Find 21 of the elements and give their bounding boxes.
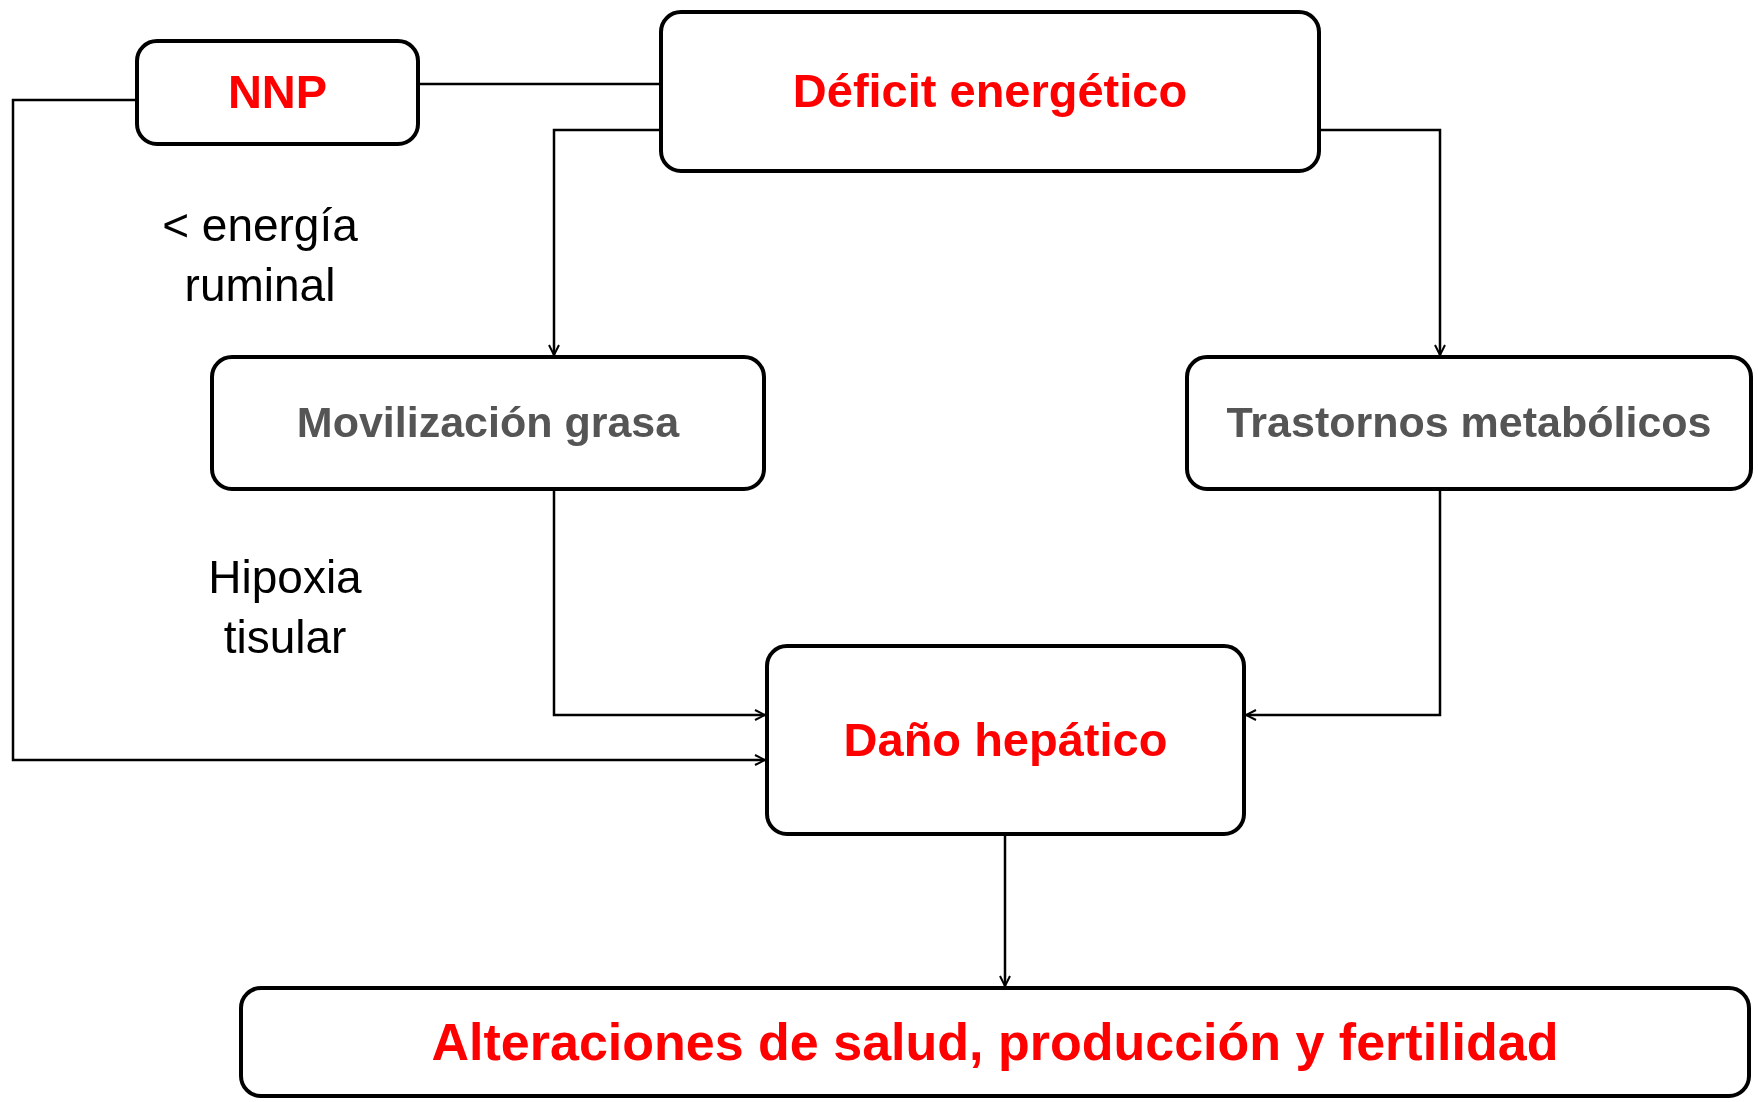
process-box bbox=[210, 355, 766, 491]
arrow bbox=[552, 491, 766, 721]
box-text: Alteraciones de salud, producción y fertilidad bbox=[431, 1011, 1559, 1073]
arrow bbox=[548, 128, 659, 356]
process-box bbox=[1185, 355, 1753, 491]
arrow bbox=[999, 836, 1011, 987]
box-text: Movilización grasa bbox=[296, 397, 680, 449]
arrow bbox=[1321, 128, 1446, 356]
process-box bbox=[659, 10, 1321, 173]
box-text: NNP bbox=[227, 64, 328, 121]
process-box bbox=[239, 986, 1751, 1098]
annotation-text: Hipoxia tisular bbox=[207, 550, 363, 665]
box-text: Trastornos metabólicos bbox=[1226, 397, 1712, 449]
process-box bbox=[135, 39, 420, 146]
box-text: Déficit energético bbox=[792, 63, 1188, 120]
process-box bbox=[765, 644, 1246, 836]
box-text: Daño hepático bbox=[843, 711, 1168, 768]
arrow bbox=[11, 98, 766, 766]
connector-line bbox=[420, 82, 659, 86]
arrow bbox=[1245, 491, 1442, 721]
annotation-text: < energía ruminal bbox=[161, 198, 359, 313]
